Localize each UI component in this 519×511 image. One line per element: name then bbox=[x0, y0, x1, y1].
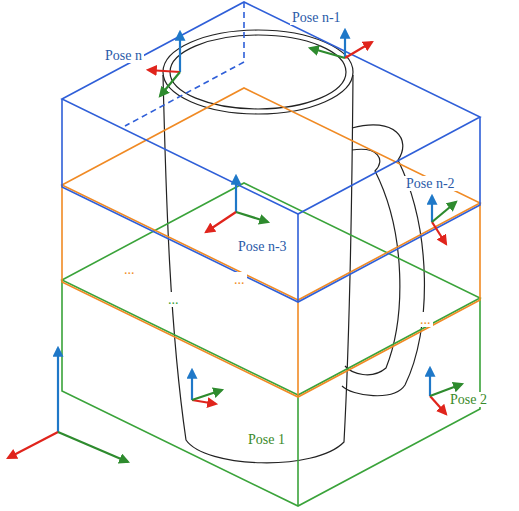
blue-box bbox=[62, 2, 480, 302]
blue-hidden-edge bbox=[125, 62, 244, 126]
frame-pose-n-1 bbox=[310, 30, 372, 58]
x-axis bbox=[430, 396, 446, 414]
ellipsis-mark: ... bbox=[122, 262, 137, 277]
y-axis bbox=[160, 72, 180, 96]
frame-pose-n-3 bbox=[206, 176, 268, 232]
orange-box bbox=[62, 88, 480, 397]
orange-box-edge bbox=[297, 300, 299, 397]
x-axis bbox=[206, 212, 236, 232]
z-axis bbox=[179, 32, 181, 72]
y-axis bbox=[432, 202, 456, 222]
pose-label: Pose 2 bbox=[448, 392, 489, 407]
world-frame bbox=[8, 348, 128, 462]
mug-handle-outer bbox=[342, 125, 424, 396]
z-axis bbox=[57, 348, 59, 432]
x-axis bbox=[192, 400, 216, 404]
green-box-sides bbox=[62, 280, 480, 506]
y-axis bbox=[310, 48, 345, 58]
mug-body bbox=[163, 75, 353, 463]
y-axis bbox=[58, 432, 128, 462]
ellipsis-mark: ... bbox=[232, 272, 247, 287]
blue-box-top bbox=[62, 2, 480, 214]
coordinate-frames bbox=[8, 30, 462, 462]
y-axis bbox=[236, 212, 268, 222]
frame-pose-1 bbox=[192, 370, 222, 404]
pose-label: Pose n-3 bbox=[236, 239, 289, 254]
x-axis bbox=[345, 42, 372, 58]
y-axis bbox=[192, 390, 222, 400]
frame-pose-n-2 bbox=[432, 196, 456, 244]
frame-pose-n bbox=[148, 32, 180, 96]
z-axis bbox=[431, 196, 433, 222]
pose-label: Pose n-2 bbox=[404, 176, 457, 191]
green-box bbox=[62, 183, 480, 506]
mug-rim-inner bbox=[170, 35, 346, 109]
x-axis bbox=[148, 70, 180, 72]
blue-box-edge bbox=[297, 214, 299, 302]
mug-drawing bbox=[163, 30, 424, 463]
ellipsis-mark: ... bbox=[166, 292, 181, 307]
z-axis bbox=[235, 176, 237, 212]
pose-label: Pose 1 bbox=[246, 432, 287, 447]
z-axis bbox=[429, 368, 431, 396]
blue-box-sides bbox=[62, 99, 480, 302]
z-axis bbox=[191, 370, 193, 400]
x-axis bbox=[8, 432, 58, 458]
x-axis bbox=[432, 222, 446, 244]
orange-box-top bbox=[62, 88, 480, 300]
pose-label: Pose n bbox=[103, 48, 144, 63]
ellipsis-mark: ... bbox=[418, 312, 433, 327]
mug-rim-outer bbox=[163, 30, 353, 114]
green-box-edge bbox=[297, 395, 299, 506]
z-axis bbox=[344, 30, 346, 58]
blue-hidden-edge bbox=[243, 2, 245, 62]
pose-label: Pose n-1 bbox=[290, 10, 343, 25]
